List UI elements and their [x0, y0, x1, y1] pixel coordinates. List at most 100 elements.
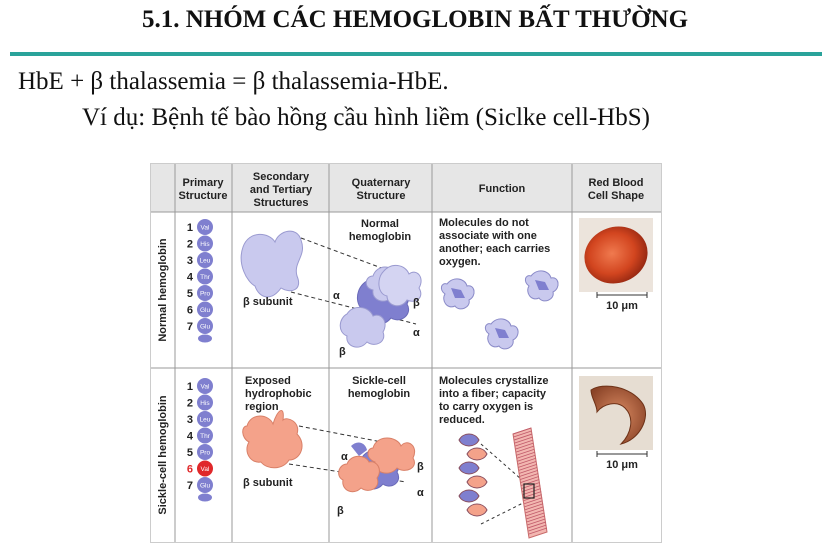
- fiber-molecule: [466, 447, 488, 461]
- residue-number: 3: [187, 414, 193, 426]
- normal-beta-1: β: [413, 297, 420, 309]
- sickle-function-line1: Molecules crystallize: [439, 375, 548, 387]
- fiber-stripe: [527, 518, 546, 526]
- fiber-zoom-box: [523, 483, 535, 499]
- fiber-molecule: [458, 489, 480, 503]
- residue-number: 2: [187, 239, 193, 251]
- sickle-fiber-bundle: [512, 427, 548, 539]
- sickle-beta-subunit-shape: [242, 410, 303, 469]
- fiber-stripe: [522, 488, 541, 495]
- row-label-normal: Normal hemoglobin: [157, 238, 169, 342]
- amino-acid-bead: [197, 477, 213, 493]
- header-rbc-2: Cell Shape: [588, 190, 644, 202]
- sickle-function-line3: to carry oxygen is: [439, 401, 533, 413]
- sickle-rbc-cell: [590, 385, 646, 445]
- sickle-exposed-label-3: region: [245, 401, 279, 413]
- normal-function-line4: oxygen.: [439, 256, 481, 268]
- sickle-scale-bar-label: 10 μm: [606, 459, 638, 471]
- fiber-stripe: [515, 445, 535, 453]
- sickle-quaternary-label-2: hemoglobin: [348, 388, 411, 400]
- normal-rbc-cell: [584, 226, 648, 284]
- residue-number: 5: [187, 288, 193, 300]
- fiber-stripe: [515, 442, 534, 450]
- fiber-stripe: [526, 512, 545, 520]
- normal-beta-subunit-shape: [240, 230, 303, 298]
- fiber-molecule: [458, 461, 480, 475]
- amino-acid-label: Glu: [200, 324, 211, 331]
- fiber-stripe: [514, 439, 534, 447]
- fiber-stripe: [519, 470, 538, 477]
- amino-acid-label: Val: [201, 225, 210, 232]
- text-line-2: Ví dụ: Bệnh tế bào hồng cầu hình liềm (S…: [82, 104, 650, 131]
- header-quaternary: Quaternary: [352, 177, 412, 189]
- amino-acid-label: His: [200, 400, 210, 407]
- amino-acid-bead: [197, 444, 213, 460]
- header-rbc: Red Blood: [589, 177, 644, 189]
- fiber-stripe: [520, 476, 539, 483]
- sickle-beta-1: β: [417, 461, 424, 473]
- fiber-stripe: [518, 460, 537, 468]
- amino-acid-bead: [197, 318, 213, 334]
- header-secondary-2: and Tertiary: [250, 184, 313, 196]
- amino-acid-label: Pro: [200, 291, 211, 298]
- header-secondary: Secondary: [253, 171, 310, 183]
- amino-acid-bead: [197, 235, 213, 252]
- amino-acid-label: Val: [201, 384, 210, 391]
- fiber-stripe: [521, 482, 540, 489]
- normal-function-line3: another; each carries: [439, 243, 550, 255]
- amino-acid-label: Pro: [200, 450, 211, 457]
- amino-acid-bead: [197, 394, 213, 411]
- amino-acid-bead: [197, 219, 213, 235]
- normal-hemoglobin-tetramer: [339, 265, 422, 348]
- amino-acid-label: His: [200, 241, 210, 248]
- slide-title: 5.1. NHÓM CÁC HEMOGLOBIN BẤT THƯỜNG: [141, 6, 689, 33]
- sickle-function-line2: into a fiber; capacity: [439, 388, 547, 400]
- fiber-stripe: [512, 427, 532, 435]
- header-quaternary-2: Structure: [357, 190, 406, 202]
- amino-acid-bead: [197, 252, 213, 268]
- sickle-beta-2: β: [337, 505, 344, 517]
- hemoglobin-figure: Primary Structure Secondary and Tertiary…: [150, 163, 662, 543]
- sickle-fiber-chain: [458, 433, 488, 517]
- fiber-stripe: [514, 436, 533, 444]
- amino-acid-label: Leu: [200, 417, 211, 424]
- fiber-stripe: [528, 524, 547, 532]
- sickle-hemoglobin-tetramer: [338, 437, 415, 493]
- residue-number: 1: [187, 381, 193, 393]
- sickle-quaternary-label: Sickle-cell: [352, 375, 406, 387]
- normal-function-line2: associate with one: [439, 230, 537, 242]
- amino-acid-label: Glu: [200, 307, 211, 314]
- normal-beta-subunit-label: β subunit: [243, 296, 293, 308]
- fiber-molecule: [466, 503, 488, 517]
- amino-acid-bead: [197, 285, 213, 301]
- amino-acid-bead: [197, 378, 213, 394]
- residue-number: 2: [187, 398, 193, 410]
- normal-quaternary-label: Normal: [361, 218, 399, 230]
- residue-number: 6: [187, 464, 193, 476]
- fiber-stripe: [526, 515, 546, 523]
- normal-free-molecule-1: [440, 278, 475, 310]
- fiber-stripe: [517, 454, 536, 462]
- residue-number: 4: [187, 272, 194, 284]
- chain-continuation: [198, 493, 212, 502]
- fiber-stripe: [524, 503, 544, 511]
- sickle-exposed-label: Exposed: [245, 375, 291, 387]
- fiber-stripe: [518, 463, 537, 471]
- fiber-stripe: [528, 527, 548, 535]
- fiber-stripe: [527, 521, 547, 529]
- residue-number: 7: [187, 480, 193, 492]
- residue-number: 6: [187, 305, 193, 317]
- fiber-stripe: [523, 491, 542, 499]
- normal-free-molecule-2: [524, 270, 559, 302]
- fiber-stripe: [524, 497, 543, 505]
- header-band: [151, 164, 661, 212]
- normal-quaternary-label-2: hemoglobin: [349, 231, 412, 243]
- fiber-stripe: [524, 500, 543, 508]
- normal-alpha-1: α: [333, 290, 340, 302]
- amino-acid-bead: [197, 268, 213, 285]
- header-function: Function: [479, 183, 526, 195]
- normal-alpha-2: α: [413, 327, 420, 339]
- amino-acid-bead: [197, 411, 213, 427]
- residue-number: 1: [187, 222, 193, 234]
